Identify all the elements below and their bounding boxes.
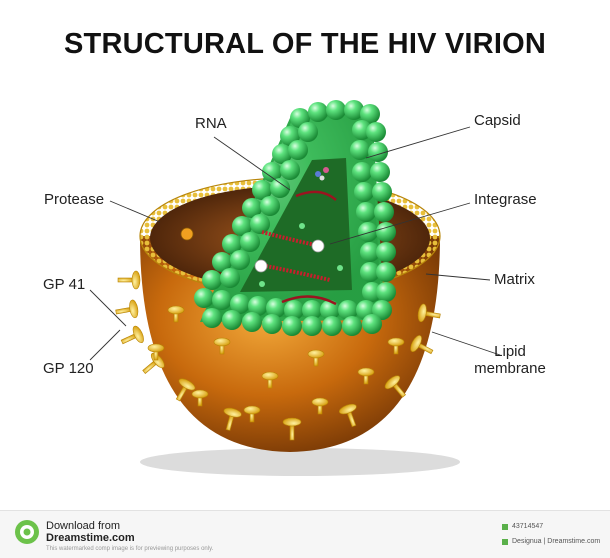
credit-square-icon [502,539,508,545]
lipid-label-line2: membrane [474,360,546,377]
diagram-title: STRUCTURAL OF THE HIV VIRION [64,28,546,60]
envelope-spikes [115,270,441,441]
gp120-label: GP 120 [43,360,94,377]
dreamstime-logo-icon [15,520,39,544]
watermark-footer: Download from Dreamstime.com This waterm… [0,510,610,558]
leader-lines [89,126,501,361]
lipid-membrane-label: Lipid membrane [468,343,552,377]
credit-text: Designua | Dreamstime.com [512,538,601,545]
capsid-interior [240,158,352,292]
lipid-label-line1: Lipid [494,343,526,360]
rna-label: RNA [195,115,227,132]
id-square-icon [502,524,508,530]
hiv-virion-illustration [89,100,501,476]
rna-loops [281,190,337,306]
capsid-label: Capsid [474,112,521,129]
integrase-particle [311,239,325,253]
capsid-subunits [194,100,396,336]
image-id-text: 43714547 [512,523,544,530]
matrix-label: Matrix [494,271,535,288]
integrase-label: Integrase [474,191,537,208]
rna-strands [261,230,331,282]
watermark-notice: This watermarked comp image is for previ… [46,546,214,552]
site-name-text: Dreamstime.com [46,532,135,544]
gp41-label: GP 41 [43,276,86,293]
integrase-particle-2 [254,259,268,273]
virion-shadow [140,448,460,476]
protease-label: Protease [44,191,105,208]
capsid-cone [194,100,396,336]
download-from-text: Download from [46,520,120,532]
protease-particle [180,227,194,241]
